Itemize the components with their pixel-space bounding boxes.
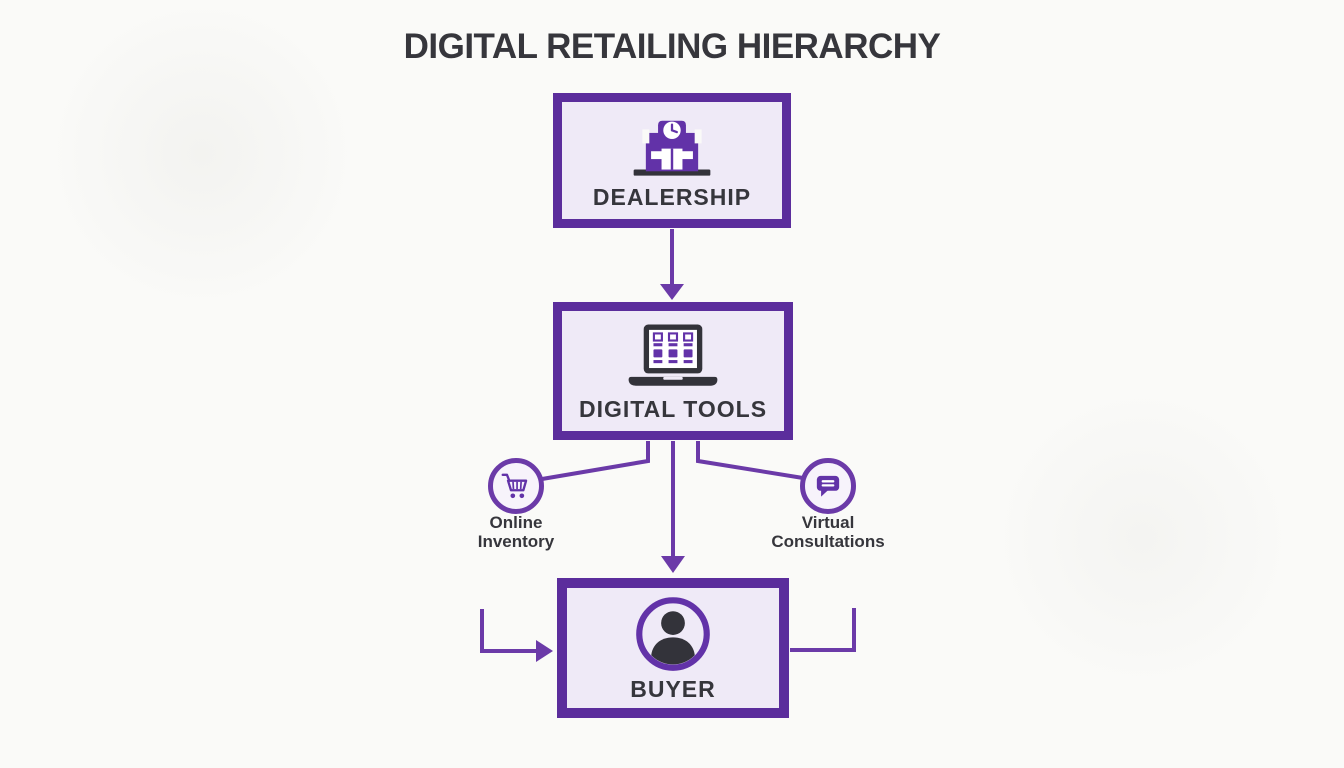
online-inventory-label-line2: Inventory [477, 532, 555, 551]
person-icon [635, 596, 711, 672]
laptop-icon [624, 321, 722, 392]
buyer-node: BUYER [557, 578, 789, 718]
online-inventory-circle [488, 458, 544, 514]
connector-digital-tools-to-virtual-consultations [696, 441, 804, 480]
online-inventory-label-line1: Online [489, 513, 543, 532]
virtual-consultations-label-line2: Consultations [771, 532, 885, 551]
chat-icon [811, 469, 845, 503]
connector-digital-tools-to-online-inventory [541, 441, 650, 481]
dealership-node: DEALERSHIP [553, 93, 791, 228]
connector-dealership-to-digital-tools [660, 229, 684, 300]
virtual-consultations-circle [800, 458, 856, 514]
storefront-icon [628, 112, 716, 180]
connector-right-elbow-to-buyer [790, 608, 856, 652]
online-inventory-label: Online Inventory [426, 513, 606, 551]
cart-icon [499, 469, 533, 503]
connector-digital-tools-to-buyer [661, 441, 685, 573]
buyer-label: BUYER [630, 675, 716, 702]
connector-left-elbow-to-buyer [480, 609, 553, 662]
digital-tools-node: DIGITAL TOOLS [553, 302, 793, 440]
virtual-consultations-label: Virtual Consultations [738, 513, 918, 551]
digital-tools-label: DIGITAL TOOLS [578, 396, 768, 422]
dealership-label: DEALERSHIP [592, 184, 752, 210]
page-title: DIGITAL RETAILING HIERARCHY [403, 27, 941, 66]
virtual-consultations-label-line1: Virtual [801, 513, 855, 532]
